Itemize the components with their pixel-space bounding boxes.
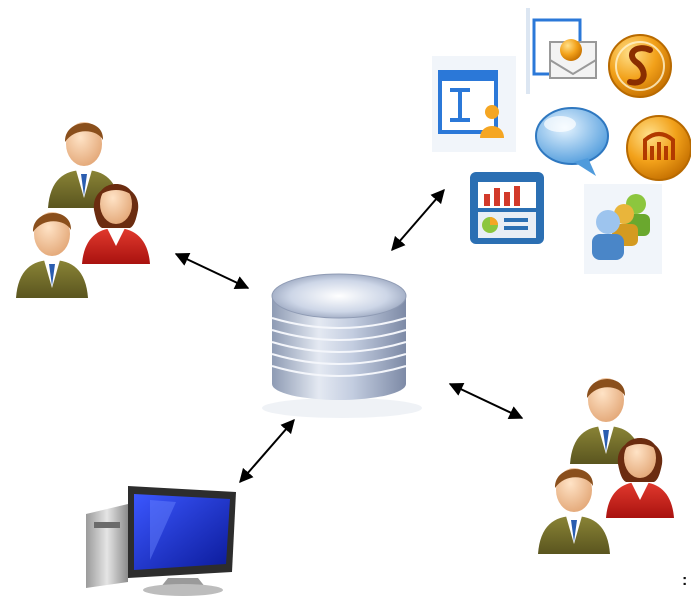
document-user-icon [432,56,516,152]
monitor-icon [86,486,236,596]
users-stack-icon [584,184,662,274]
connection-arrows [174,188,524,484]
arrow-apps-to-database [391,188,445,252]
s-logo-icon [608,34,672,98]
dashboard-chart-icon [470,172,544,244]
user-group-top-left [16,122,150,298]
arrow-database-to-users-bottom-right [448,383,524,419]
application-icons [432,8,691,274]
speech-bubble-icon [535,107,609,176]
network-logo-icon [626,115,691,181]
arrow-database-to-workstation [239,418,295,484]
user-male-icon [16,212,88,298]
email-document-icon [526,8,597,94]
user-group-bottom-right [538,378,674,554]
arrow-users-top-left-to-database [174,253,250,289]
database-icon [262,273,422,418]
user-male-icon [538,468,610,554]
corner-mark: : [682,572,688,589]
